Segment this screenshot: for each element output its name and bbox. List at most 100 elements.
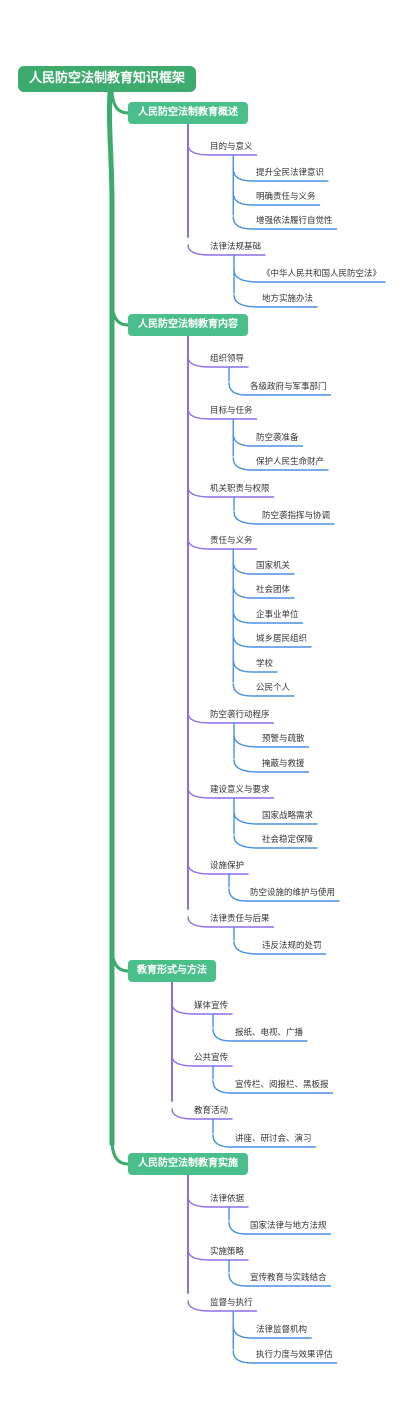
- section-connector-line: [110, 1138, 130, 1166]
- leaf-node[interactable]: 国家法律与地方法规: [250, 1221, 327, 1231]
- sub-connector-line: [187, 787, 275, 799]
- section-node[interactable]: 人民防空法制教育内容: [128, 314, 248, 336]
- leaf-node[interactable]: 国家战略需求: [262, 811, 314, 821]
- leaf-node[interactable]: 地方实施办法: [262, 294, 314, 304]
- leaf-connector-line: [228, 888, 340, 902]
- sub-connector-line: [171, 1108, 233, 1120]
- leaf-node[interactable]: 保护人民生命财产: [256, 457, 325, 467]
- leaf-connector-line: [232, 433, 304, 447]
- leaf-connector-line: [232, 168, 329, 182]
- leaf-node[interactable]: 学校: [256, 659, 274, 669]
- root-trunk-line: [106, 89, 115, 1147]
- leaf-connector-line: [233, 734, 310, 748]
- leaf-connector-line: [233, 511, 335, 525]
- sub-connector-line: [187, 538, 258, 550]
- leaf-node[interactable]: 掩蔽与救援: [262, 759, 305, 769]
- subtopic-node[interactable]: 法律责任与后果: [210, 914, 270, 924]
- sub-connector-line: [187, 244, 266, 256]
- leaf-connector-line: [233, 294, 318, 308]
- leaf-node[interactable]: 增强依法履行自觉性: [256, 216, 333, 226]
- leaf-connector-line: [233, 811, 318, 825]
- subtopic-node[interactable]: 实施策略: [210, 1247, 245, 1257]
- sub-connector-line: [187, 144, 258, 156]
- leaf-connector-line: [232, 683, 295, 697]
- leaf-connector-line: [212, 1028, 308, 1042]
- leaf-node[interactable]: 防空袭准备: [256, 433, 299, 443]
- subtopic-node[interactable]: 法律法规基础: [210, 242, 262, 252]
- sub-connector-line: [187, 712, 275, 724]
- leaf-connector-line: [232, 634, 312, 648]
- sub-connector-line: [187, 1300, 258, 1312]
- leaf-node[interactable]: 预警与疏散: [262, 734, 305, 744]
- leaf-node[interactable]: 宣传栏、阅报栏、黑板报: [235, 1080, 329, 1090]
- leaf-connector-line: [228, 1273, 332, 1287]
- subtopic-node[interactable]: 法律依据: [210, 1194, 245, 1204]
- leaf-connector-line: [232, 457, 329, 471]
- sub-connector-line: [187, 863, 249, 875]
- leaf-connector-line: [232, 585, 295, 599]
- leaf-connector-line: [232, 1325, 312, 1339]
- leaf-node[interactable]: 防空设施的维护与使用: [250, 888, 336, 898]
- leaf-node[interactable]: 法律监督机构: [256, 1325, 308, 1335]
- sub-connector-line: [187, 1249, 249, 1261]
- section-connector-line: [110, 299, 130, 327]
- subtopic-node[interactable]: 公共宣传: [194, 1053, 229, 1063]
- leaf-connector-line: [232, 216, 338, 230]
- leaf-node[interactable]: 报纸、电视、广播: [235, 1028, 304, 1038]
- leaf-node[interactable]: 讲座、研讨会、演习: [235, 1134, 312, 1144]
- leaf-node[interactable]: 明确责任与义务: [256, 192, 316, 202]
- sub-connector-line: [171, 1003, 233, 1015]
- leaf-connector-line: [232, 610, 304, 624]
- leaf-connector-line: [232, 561, 295, 575]
- leaf-node[interactable]: 各级政府与军事部门: [250, 382, 327, 392]
- sub-connector-line: [171, 1055, 233, 1067]
- leaf-connector-line: [233, 759, 310, 773]
- subtopic-node[interactable]: 媒体宣传: [194, 1001, 229, 1011]
- subtopic-node[interactable]: 防空袭行动程序: [210, 710, 270, 720]
- leaf-connector-line: [212, 1080, 334, 1094]
- leaf-node[interactable]: 防空袭指挥与协调: [262, 511, 331, 521]
- leaf-node[interactable]: 城乡居民组织: [256, 634, 308, 644]
- leaf-connector-line: [233, 269, 386, 283]
- subtopic-node[interactable]: 监督与执行: [210, 1298, 253, 1308]
- leaf-node[interactable]: 执行力度与效果评估: [256, 1350, 333, 1360]
- leaf-connector-line: [233, 835, 318, 849]
- sub-connector-line: [187, 1196, 249, 1208]
- subtopic-node[interactable]: 教育活动: [194, 1106, 229, 1116]
- sub-connector-line: [187, 916, 275, 928]
- sub-connector-line: [187, 356, 249, 368]
- leaf-connector-line: [233, 941, 327, 955]
- subtopic-node[interactable]: 责任与义务: [210, 536, 253, 546]
- section-connector-line: [110, 87, 130, 115]
- section-connector-line: [110, 945, 130, 973]
- subtopic-node[interactable]: 设施保护: [210, 861, 245, 871]
- sub-connector-line: [187, 486, 275, 498]
- subtopic-node[interactable]: 机关职责与权限: [210, 484, 270, 494]
- leaf-connector-line: [212, 1134, 317, 1148]
- subtopic-node[interactable]: 建设意义与要求: [210, 785, 270, 795]
- subtopic-node[interactable]: 目的与意义: [210, 142, 253, 152]
- root-node[interactable]: 人民防空法制教育知识框架: [18, 66, 196, 92]
- leaf-connector-line: [228, 1221, 332, 1235]
- subtopic-node[interactable]: 组织领导: [210, 354, 245, 364]
- sub-connector-line: [187, 408, 258, 420]
- leaf-node[interactable]: 国家机关: [256, 561, 291, 571]
- leaf-connector-line: [232, 659, 278, 673]
- leaf-node[interactable]: 社会团体: [256, 585, 291, 595]
- leaf-node[interactable]: 企事业单位: [256, 610, 299, 620]
- leaf-node[interactable]: 提升全民法律意识: [256, 168, 325, 178]
- leaf-node[interactable]: 社会稳定保障: [262, 835, 314, 845]
- leaf-node[interactable]: 宣传教育与实践结合: [250, 1273, 327, 1283]
- leaf-connector-line: [232, 192, 321, 206]
- leaf-node[interactable]: 《中华人民共和国人民防空法》: [262, 269, 382, 279]
- section-node[interactable]: 人民防空法制教育概述: [128, 102, 248, 124]
- leaf-node[interactable]: 违反法规的处罚: [262, 941, 322, 951]
- subtopic-node[interactable]: 目标与任务: [210, 406, 253, 416]
- leaf-node[interactable]: 公民个人: [256, 683, 291, 693]
- leaf-connector-line: [228, 382, 332, 396]
- section-node[interactable]: 教育形式与方法: [128, 960, 216, 982]
- leaf-connector-line: [232, 1350, 338, 1364]
- section-node[interactable]: 人民防空法制教育实施: [128, 1153, 248, 1175]
